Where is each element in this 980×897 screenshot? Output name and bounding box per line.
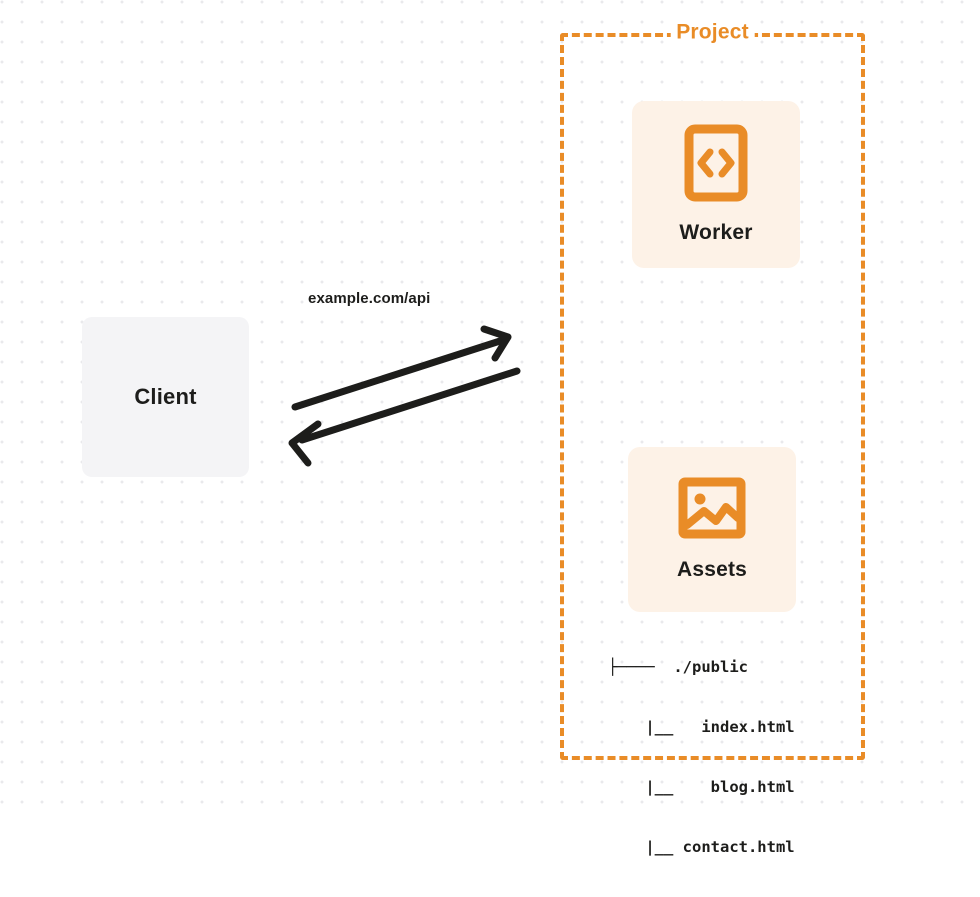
project-title: Project — [670, 20, 755, 45]
client-node[interactable]: Client — [82, 317, 249, 477]
image-picture-icon — [678, 477, 746, 544]
client-label: Client — [134, 384, 197, 409]
assets-card[interactable]: Assets — [628, 447, 796, 612]
file-tree-row: |__ blog.html — [608, 778, 795, 796]
file-tree-row: |__ contact.html — [608, 838, 795, 856]
file-tree-row: |__ index.html — [608, 718, 795, 736]
worker-card[interactable]: Worker — [632, 101, 800, 268]
assets-label: Assets — [676, 558, 748, 581]
connection-label: example.com/api — [308, 290, 431, 307]
diagram-canvas: Client example.com/api Project Worker — [0, 0, 980, 856]
response-arrow — [288, 367, 521, 467]
project-boundary: Project — [560, 20, 865, 760]
assets-file-tree: ├──── ./public |__ index.html |__ blog.h… — [608, 617, 795, 897]
file-tree-row: ├──── ./public — [608, 658, 748, 676]
worker-label: Worker — [679, 221, 753, 244]
request-arrow — [291, 325, 512, 411]
code-brackets-icon — [684, 124, 748, 207]
